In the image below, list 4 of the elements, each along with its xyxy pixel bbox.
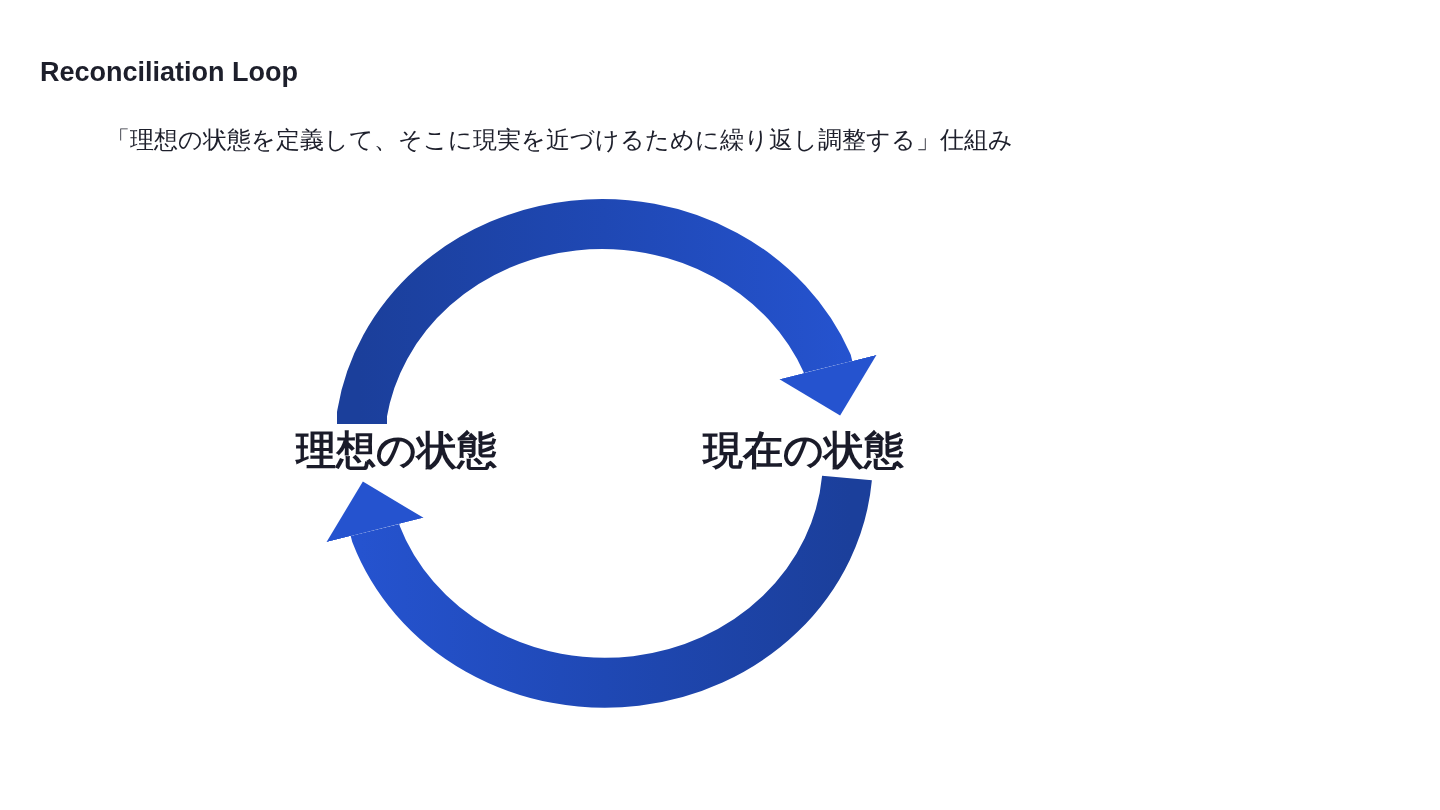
state-label: 理想の状態 xyxy=(292,426,501,474)
subtitle: 「理想の状態を定義して、そこに現実を近づけるために繰り返し調整する」仕組み xyxy=(106,125,1013,155)
title: Reconciliation Loop xyxy=(40,57,298,88)
state-label: 現在の状態 xyxy=(699,426,908,474)
